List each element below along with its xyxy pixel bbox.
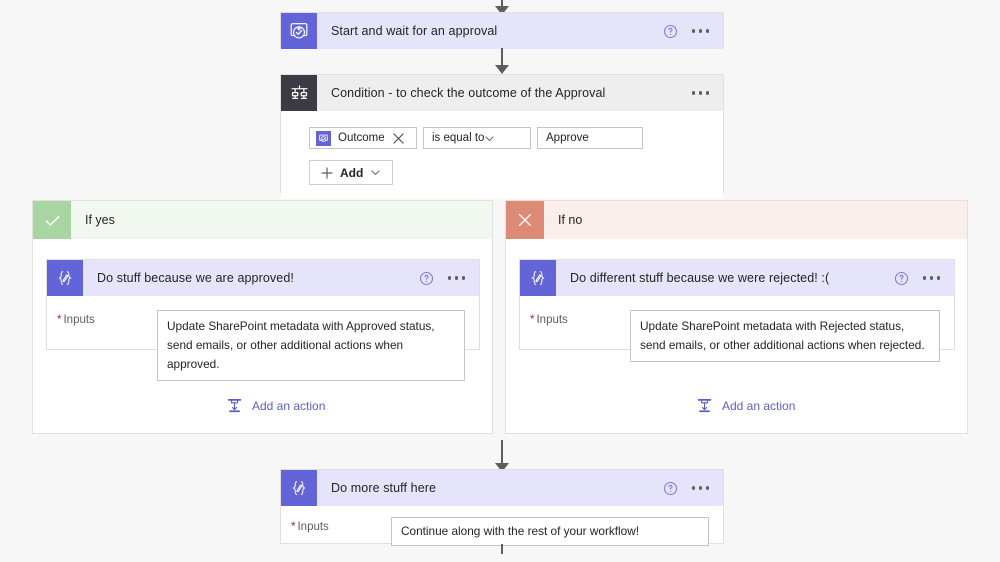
add-action-branch-icon bbox=[696, 397, 713, 414]
inputs-label-text: Inputs bbox=[63, 314, 95, 326]
help-circle-icon[interactable] bbox=[419, 271, 434, 286]
inputs-field-row-approved: *Inputs Update SharePoint metadata with … bbox=[47, 296, 479, 397]
help-circle-icon[interactable] bbox=[663, 481, 678, 496]
condition-header[interactable]: Condition - to check the outcome of the … bbox=[281, 75, 723, 111]
branch-header-if-yes[interactable]: If yes bbox=[33, 201, 492, 239]
compose-braces-icon bbox=[281, 470, 317, 506]
action-header-approval[interactable]: Start and wait for an approval bbox=[281, 13, 723, 49]
condition-title: Condition - to check the outcome of the … bbox=[331, 86, 606, 100]
action-card-approval[interactable]: Start and wait for an approval bbox=[280, 12, 724, 49]
add-action-branch-icon bbox=[226, 397, 243, 414]
plus-icon bbox=[321, 166, 333, 179]
ellipsis-icon[interactable] bbox=[691, 91, 709, 95]
action-card-approved[interactable]: Do stuff because we are approved! *Input… bbox=[46, 259, 480, 381]
add-action-button-yes[interactable]: Add an action bbox=[226, 397, 325, 414]
ellipsis-icon[interactable] bbox=[691, 486, 709, 490]
inputs-field-row-final: *Inputs Continue along with the rest of … bbox=[281, 506, 723, 562]
chevron-down-icon bbox=[484, 133, 495, 144]
condition-operator-select[interactable]: is equal to bbox=[423, 127, 531, 149]
inputs-field-value-rejected[interactable]: Update SharePoint metadata with Rejected… bbox=[630, 310, 940, 362]
inputs-field-value-approved[interactable]: Update SharePoint metadata with Approved… bbox=[157, 310, 465, 381]
condition-operand-field[interactable]: Outcome bbox=[309, 127, 417, 149]
condition-branch-icon bbox=[281, 75, 317, 111]
connector-top bbox=[501, 0, 503, 6]
condition-add-button[interactable]: Add bbox=[309, 160, 394, 185]
required-marker: * bbox=[57, 314, 62, 326]
condition-value-text: Approve bbox=[546, 132, 589, 144]
approval-checkmark-icon bbox=[281, 13, 317, 49]
action-card-rejected[interactable]: Do different stuff because we were rejec… bbox=[519, 259, 955, 362]
condition-operator-value: is equal to bbox=[432, 132, 485, 144]
action-header-rejected[interactable]: Do different stuff because we were rejec… bbox=[520, 260, 954, 296]
ellipsis-icon[interactable] bbox=[691, 29, 709, 33]
close-x-icon bbox=[506, 201, 544, 239]
connector-final-out bbox=[501, 544, 503, 554]
inputs-label-text: Inputs bbox=[536, 314, 568, 326]
inputs-field-value-final[interactable]: Continue along with the rest of your wor… bbox=[391, 517, 709, 546]
inputs-label-text: Inputs bbox=[297, 521, 329, 533]
condition-add-label: Add bbox=[340, 165, 364, 180]
connector-approval-to-condition bbox=[501, 48, 503, 65]
condition-row: Outcome is equal to Approve bbox=[309, 127, 695, 149]
help-circle-icon[interactable] bbox=[894, 271, 909, 286]
add-action-label-no: Add an action bbox=[722, 398, 796, 413]
connector-branches-to-final-arrowhead bbox=[495, 463, 509, 472]
action-title-rejected: Do different stuff because we were rejec… bbox=[570, 271, 830, 285]
connector-top-arrowhead bbox=[495, 6, 509, 15]
required-marker: * bbox=[291, 521, 296, 533]
ellipsis-icon[interactable] bbox=[922, 276, 940, 280]
action-card-final[interactable]: Do more stuff here *Inputs Continue alon… bbox=[280, 469, 724, 546]
close-x-icon[interactable] bbox=[392, 132, 405, 145]
connector-approval-to-condition-arrowhead bbox=[495, 65, 509, 74]
connector-branches-to-final bbox=[501, 440, 503, 463]
branch-label-if-no: If no bbox=[558, 213, 583, 227]
inputs-field-row-rejected: *Inputs Update SharePoint metadata with … bbox=[520, 296, 954, 378]
inputs-field-label-approved: *Inputs bbox=[47, 310, 157, 326]
help-circle-icon[interactable] bbox=[663, 24, 678, 39]
action-title-final: Do more stuff here bbox=[331, 481, 437, 495]
condition-card[interactable]: Condition - to check the outcome of the … bbox=[280, 74, 724, 199]
checkmark-icon bbox=[33, 201, 71, 239]
inputs-field-label-final: *Inputs bbox=[281, 517, 391, 533]
action-title-approval: Start and wait for an approval bbox=[331, 24, 498, 38]
add-action-label-yes: Add an action bbox=[252, 398, 326, 413]
branch-if-yes: If yes Do stuff because we are approved! bbox=[32, 200, 493, 434]
compose-braces-icon bbox=[47, 260, 83, 296]
branch-label-if-yes: If yes bbox=[85, 213, 115, 227]
action-header-final[interactable]: Do more stuff here bbox=[281, 470, 723, 506]
compose-braces-icon bbox=[520, 260, 556, 296]
condition-operand-label: Outcome bbox=[338, 132, 385, 144]
add-action-button-no[interactable]: Add an action bbox=[696, 397, 795, 414]
action-header-approved[interactable]: Do stuff because we are approved! bbox=[47, 260, 479, 296]
action-title-approved: Do stuff because we are approved! bbox=[97, 271, 294, 285]
required-marker: * bbox=[530, 314, 535, 326]
inputs-field-label-rejected: *Inputs bbox=[520, 310, 630, 326]
chevron-down-icon bbox=[370, 167, 381, 178]
branch-if-no: If no Do different stuff because we were… bbox=[505, 200, 968, 434]
condition-value-input[interactable]: Approve bbox=[537, 127, 643, 149]
approval-token-icon bbox=[316, 130, 331, 146]
condition-editor: Outcome is equal to Approve bbox=[281, 111, 723, 199]
ellipsis-icon[interactable] bbox=[447, 276, 465, 280]
branch-header-if-no[interactable]: If no bbox=[506, 201, 967, 239]
